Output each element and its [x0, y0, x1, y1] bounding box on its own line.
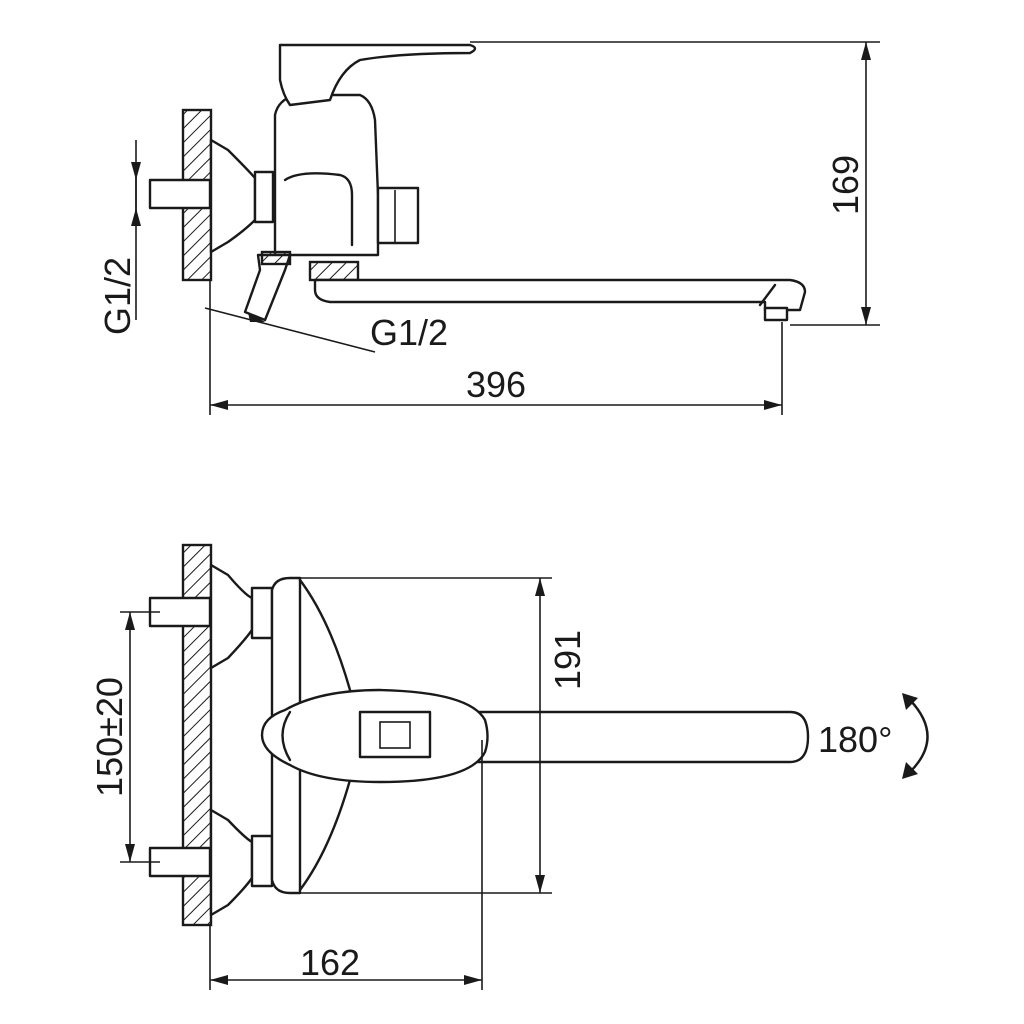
dim-169-arrow-bottom — [861, 307, 871, 325]
dim-g12-wall-arrow-bottom — [131, 208, 141, 226]
dim-191-arrow-top — [535, 578, 545, 596]
top-body-contour-upper — [298, 578, 352, 692]
dim-191-arrow-bottom — [535, 875, 545, 893]
side-lever-handle — [278, 43, 477, 107]
dim-396-arrow-left — [210, 400, 228, 410]
dim-162-arrow-right — [464, 975, 482, 985]
dim-150-arrow-top — [125, 612, 135, 630]
side-connector-bell — [209, 138, 257, 254]
top-nut-upper — [250, 586, 274, 640]
top-body-contour-lower — [298, 778, 352, 892]
top-lever-button — [358, 710, 432, 759]
dim-g12-wall-label: G1/2 — [97, 257, 138, 335]
side-spout — [313, 278, 807, 312]
rotation-arrow-bottom — [902, 762, 918, 779]
side-view: 169 G1/2 G1/2 396 — [97, 41, 880, 415]
side-faucet-body — [273, 93, 380, 257]
rotation-arc — [908, 698, 929, 774]
side-spout-nut — [308, 260, 360, 282]
dim-150-label: 150±20 — [89, 677, 130, 797]
dim-191-label: 191 — [547, 630, 588, 690]
top-lever-button-inner — [379, 721, 411, 749]
side-diverter-knob — [376, 186, 420, 245]
top-view: 191 150±20 162 180° — [89, 543, 929, 990]
side-spout-tip-line — [758, 283, 777, 307]
top-nut-lower — [250, 834, 274, 888]
dim-396-arrow-right — [764, 400, 782, 410]
top-connector-lower — [209, 808, 254, 917]
dim-396-label: 396 — [466, 364, 526, 405]
dim-g12-wall-arrow-top — [131, 162, 141, 180]
dim-g12-outlet-leader — [204, 307, 376, 353]
side-inlet-pipe — [148, 178, 212, 210]
dim-169-label: 169 — [825, 155, 866, 215]
dim-150-arrow-bottom — [125, 844, 135, 862]
dim-162-label: 162 — [300, 942, 360, 983]
rotation-label: 180° — [818, 719, 892, 760]
top-connector-upper — [209, 563, 254, 670]
dim-g12-outlet-label: G1/2 — [370, 312, 448, 353]
side-aerator — [763, 306, 789, 322]
top-lever-contour — [281, 710, 292, 762]
side-connector-nut — [253, 170, 275, 224]
side-outlet-nut — [260, 250, 292, 266]
side-body-contour — [283, 172, 354, 247]
dim-g12-outlet-arrow — [248, 312, 265, 322]
dim-162-arrow-left — [210, 975, 228, 985]
dim-169-arrow-top — [861, 42, 871, 60]
top-spout — [468, 710, 810, 764]
rotation-arrow-top — [902, 693, 918, 710]
